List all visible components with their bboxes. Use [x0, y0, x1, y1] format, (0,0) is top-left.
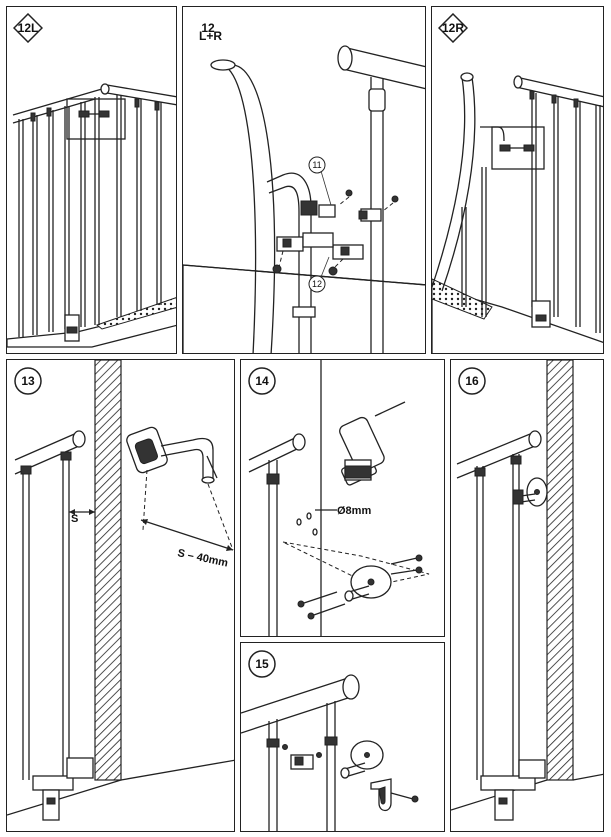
corner-connector-detail-drawing: 11 12 [183, 45, 425, 353]
dimension-s-label: S [71, 513, 78, 525]
step-number: 12 [201, 21, 215, 35]
dimension-offset-label: S – 40mm [176, 547, 229, 569]
step-badge-15: 15 [247, 649, 277, 679]
callout-part-12: 12 [312, 279, 322, 289]
balcony-railing-right-drawing [432, 72, 603, 353]
drill-wall-mount-drawing: Ø8mm [248, 360, 430, 636]
step-badge-12r: 12R [438, 13, 468, 43]
step-number: 12R [441, 21, 464, 35]
bracket-assembly-drawing [241, 674, 419, 831]
step-number: 15 [255, 657, 269, 671]
panel-step-14: Ø8mm 14 [240, 359, 445, 637]
panel-step-15: 15 [240, 642, 445, 832]
panel-step-12l: 12L [6, 6, 177, 354]
panel-step-13: S S – 40mm 13 [6, 359, 235, 832]
balcony-railing-left-drawing [7, 83, 176, 348]
step-badge-14: 14 [247, 366, 277, 396]
step-sub-label: L+R [199, 29, 223, 43]
step-number: 13 [21, 374, 35, 388]
step-badge-12l: 12L [13, 13, 43, 43]
panel-step-12r: 12R [431, 6, 604, 354]
wall-distance-measure-drawing: S S – 40mm [7, 360, 234, 821]
drill-size-label: Ø8mm [337, 505, 371, 517]
step-number: 16 [465, 374, 479, 388]
finished-wall-mount-drawing [451, 360, 603, 821]
step-badge-13: 13 [13, 366, 43, 396]
callout-part-11: 11 [312, 160, 321, 170]
step-number: 12L [17, 21, 39, 35]
panel-step-16: 16 [450, 359, 604, 832]
panel-step-12-lr: 11 12 12 L+R [182, 6, 426, 354]
step-badge-12: 12 [189, 13, 219, 43]
step-number: 14 [255, 374, 269, 388]
step-badge-16: 16 [457, 366, 487, 396]
